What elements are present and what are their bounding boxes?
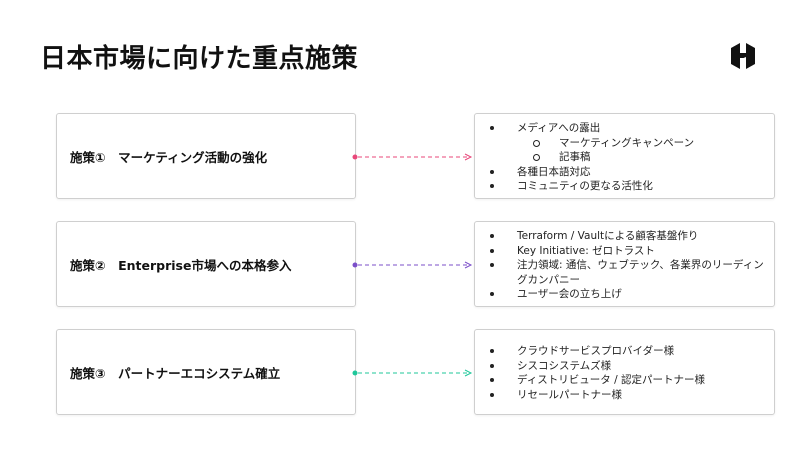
initiative-2-card: 施策② Enterprise市場への本格参入 xyxy=(56,221,356,307)
initiative-2-details: Terraform / Vaultによる顧客基盤作り Key Initiativ… xyxy=(474,221,775,307)
initiative-1-label: 施策① マーケティング活動の強化 xyxy=(70,149,268,165)
hashicorp-logo-icon xyxy=(731,41,755,71)
initiative-3-bullet-list: クラウドサービスプロバイダー様 シスコシステムズ様 ディストリビュータ / 認定… xyxy=(487,344,768,402)
initiative-1-card: 施策① マーケティング活動の強化 xyxy=(56,113,356,199)
list-item: メディアへの露出 xyxy=(487,121,768,136)
list-item: マーケティングキャンペーン xyxy=(487,136,768,151)
initiative-3-label: 施策③ パートナーエコシステム確立 xyxy=(70,365,281,381)
list-item: 各種日本語対応 xyxy=(487,165,768,180)
list-item: ディストリビュータ / 認定パートナー様 xyxy=(487,373,768,388)
initiative-3-card: 施策③ パートナーエコシステム確立 xyxy=(56,329,356,415)
initiative-3-details: クラウドサービスプロバイダー様 シスコシステムズ様 ディストリビュータ / 認定… xyxy=(474,329,775,415)
list-item: 注力領域: 通信、ウェブテック、各業界のリーディングカンパニー xyxy=(487,258,768,287)
initiative-3-connector-arrow xyxy=(352,369,473,377)
initiative-1-connector-arrow xyxy=(352,153,473,161)
list-item: シスコシステムズ様 xyxy=(487,359,768,374)
list-item: リセールパートナー様 xyxy=(487,388,768,403)
list-item: Key Initiative: ゼロトラスト xyxy=(487,244,768,259)
initiative-1-details: メディアへの露出 マーケティングキャンペーン 記事稿 各種日本語対応 コミュニテ… xyxy=(474,113,775,199)
list-item: 記事稿 xyxy=(487,150,768,165)
list-item: クラウドサービスプロバイダー様 xyxy=(487,344,768,359)
list-item: コミュニティの更なる活性化 xyxy=(487,179,768,194)
initiative-2-label: 施策② Enterprise市場への本格参入 xyxy=(70,257,292,273)
list-item: ユーザー会の立ち上げ xyxy=(487,287,768,302)
slide-title: 日本市場に向けた重点施策 xyxy=(40,44,359,74)
initiative-2-connector-arrow xyxy=(352,261,473,269)
initiative-2-bullet-list: Terraform / Vaultによる顧客基盤作り Key Initiativ… xyxy=(487,229,768,302)
list-item: Terraform / Vaultによる顧客基盤作り xyxy=(487,229,768,244)
initiative-1-bullet-list: メディアへの露出 マーケティングキャンペーン 記事稿 各種日本語対応 コミュニテ… xyxy=(487,121,768,194)
